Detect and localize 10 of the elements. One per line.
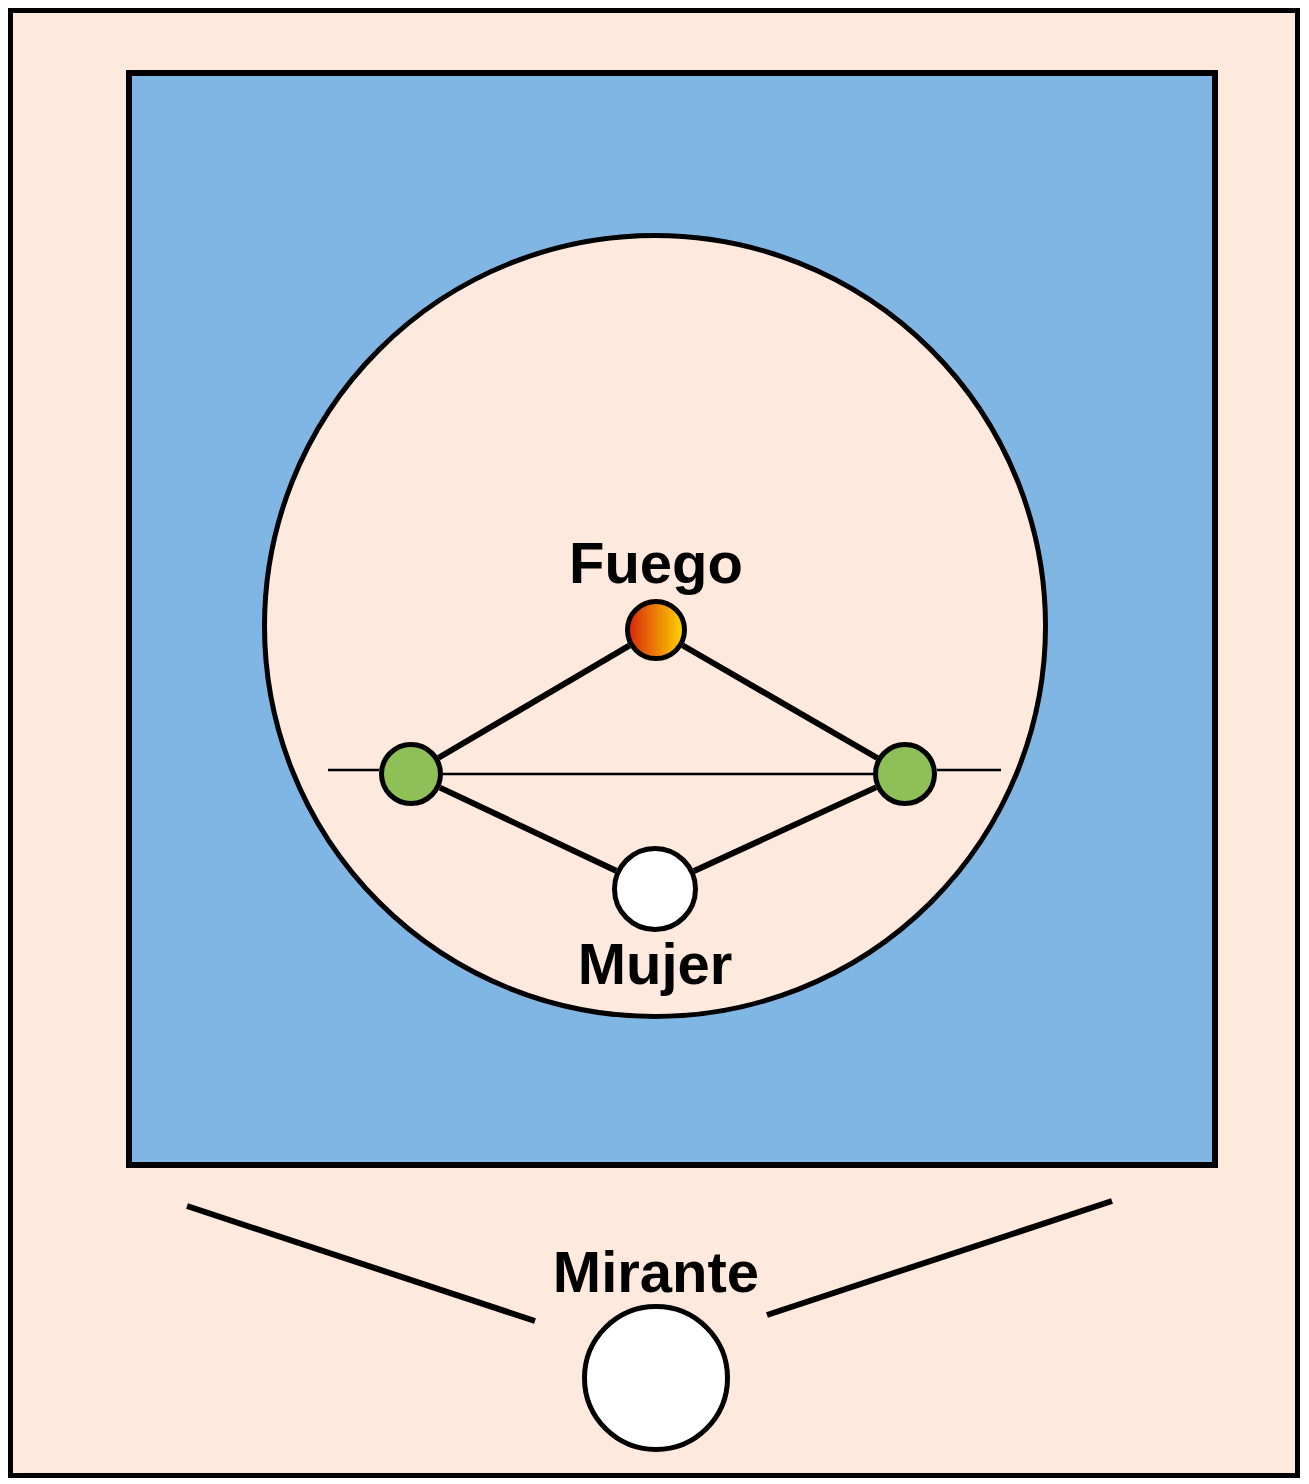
connector-line (438, 784, 618, 874)
water-box (126, 70, 1218, 1168)
point-circle (873, 742, 937, 806)
frame-box (8, 8, 1300, 1478)
connector-line (437, 643, 631, 761)
point-circle (379, 742, 443, 806)
connector-line (692, 784, 878, 874)
node-label: Mirante (552, 1243, 760, 1301)
connector-line (443, 772, 873, 776)
connector-line (681, 642, 879, 761)
